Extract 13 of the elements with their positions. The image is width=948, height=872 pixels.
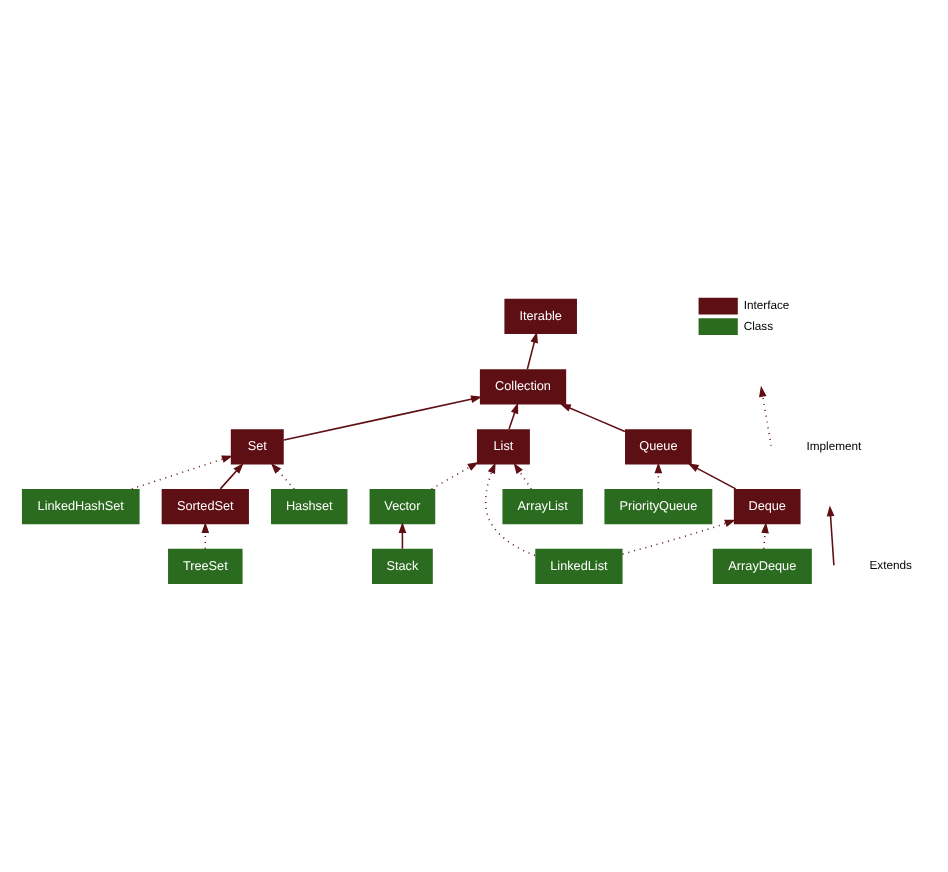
- arrow: [559, 403, 626, 433]
- arrow: [484, 462, 536, 557]
- arrow: [761, 522, 769, 550]
- arrow: [131, 455, 233, 490]
- arrow: [430, 461, 479, 490]
- arrow: [219, 462, 244, 490]
- arrow: [621, 519, 736, 555]
- arrow: [513, 462, 533, 490]
- arrow: [687, 463, 737, 490]
- arrow: [283, 395, 483, 441]
- arrow: [270, 462, 295, 490]
- arrow: [526, 331, 538, 370]
- arrow: [508, 402, 519, 430]
